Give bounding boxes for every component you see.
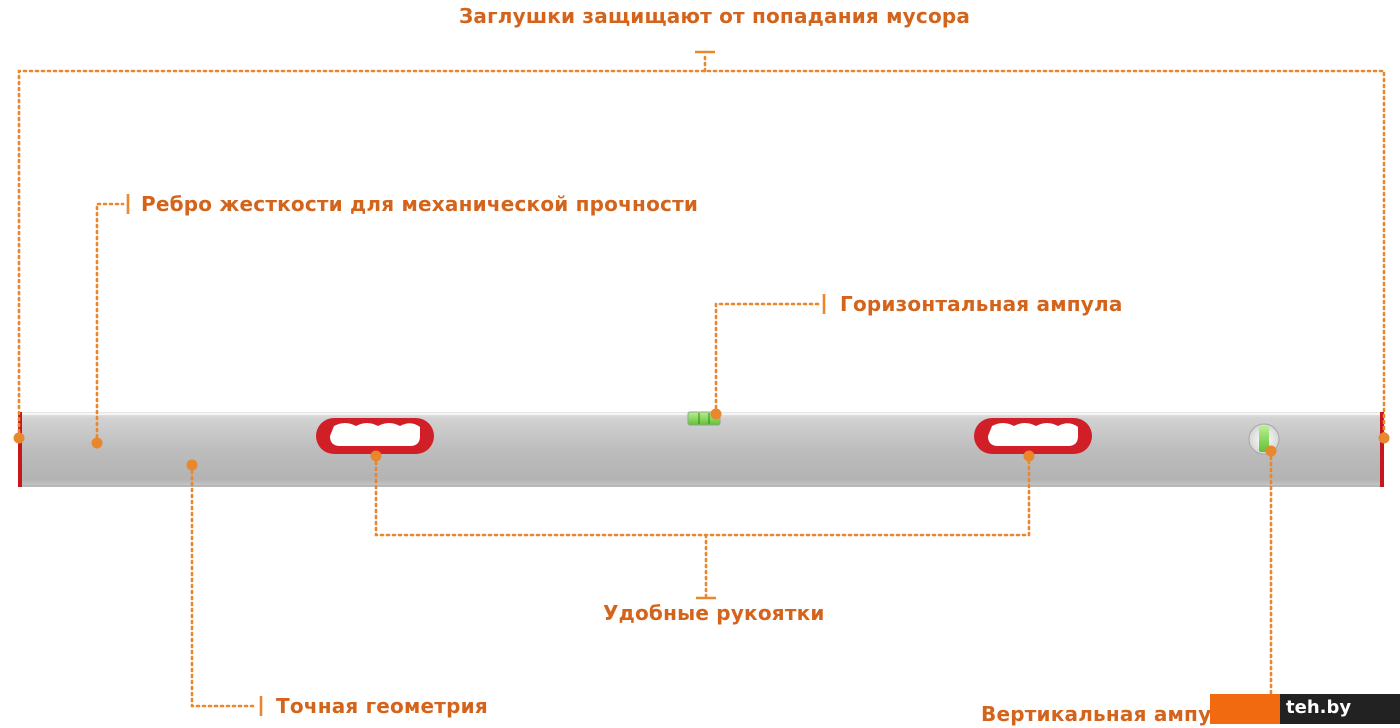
- callout-line: [95, 202, 125, 445]
- level-rule: [18, 411, 1384, 487]
- label-vertical-vial: Вертикальная ампула: [981, 702, 1240, 726]
- callout-line: [190, 463, 257, 708]
- callout-rib: [91, 194, 130, 449]
- callout-line: [714, 302, 820, 416]
- watermark-text: teh.by: [1286, 697, 1352, 718]
- callout-dot-marker: [13, 432, 25, 444]
- handle-right: [974, 418, 1092, 454]
- callout-horizontal-vial: [710, 294, 826, 420]
- label-rib: Ребро жесткости для механической прочнос…: [141, 192, 699, 216]
- handle-left: [316, 418, 434, 454]
- label-horizontal-vial: Горизонтальная ампула: [840, 292, 1123, 316]
- callout-geometry: [186, 459, 263, 716]
- watermark: teh.by: [1210, 694, 1400, 724]
- callout-plugs: [13, 50, 1390, 444]
- callout-handles: [370, 450, 1035, 600]
- label-handles: Удобные рукоятки: [603, 601, 825, 625]
- watermark-bar: [1210, 694, 1280, 724]
- handle-slot: [988, 423, 1078, 446]
- callout-dot-marker: [1378, 432, 1390, 444]
- callout-vertical-vial: [1265, 445, 1277, 707]
- callout-dot-marker: [91, 437, 103, 449]
- callout-dot-marker: [186, 459, 198, 471]
- label-geometry: Точная геометрия: [276, 694, 488, 718]
- vertical-vial-tube: [1259, 426, 1269, 452]
- watermark-bg: [1280, 694, 1400, 724]
- label-plugs: Заглушки защищают от попадания мусора: [459, 4, 971, 28]
- callout-dot-marker: [370, 450, 382, 462]
- callout-dot-marker: [1265, 445, 1277, 457]
- callout-dot-marker: [710, 408, 722, 420]
- callout-dot-marker: [1023, 450, 1035, 462]
- end-cap-left: [18, 412, 22, 487]
- handle-slot: [330, 423, 420, 446]
- callout-line: [17, 69, 1386, 440]
- end-cap-right: [1380, 412, 1384, 487]
